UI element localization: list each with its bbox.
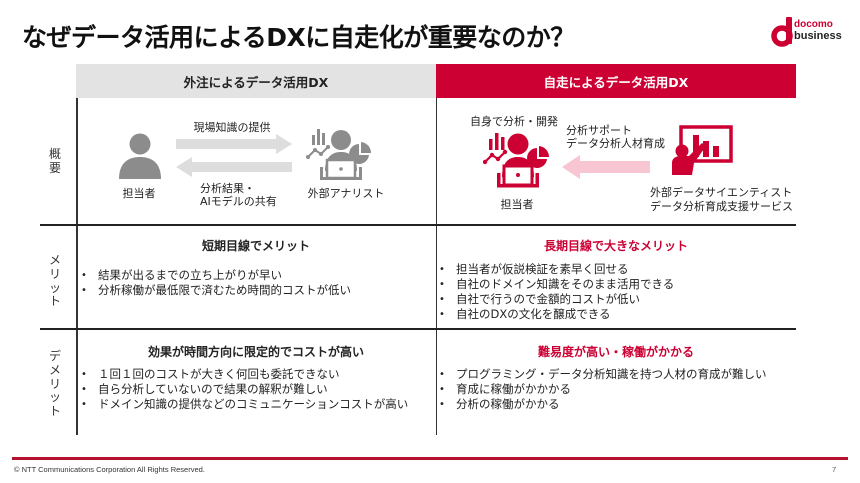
- grid-line-left: [76, 98, 78, 435]
- provider-label-line1: 外部データサイエンティスト: [650, 186, 793, 199]
- support-label-line2: データ分析人材育成: [566, 137, 665, 150]
- person-label-outsourced: 担当者: [122, 187, 156, 200]
- list-item: １回１回のコストが大きく何回も委託できない: [79, 367, 408, 382]
- footer-bar: [12, 457, 848, 460]
- arrow-label-results-line1: 分析結果・: [200, 182, 255, 195]
- logo-word-business: business: [794, 30, 842, 42]
- docomo-business-logo: docomo business: [771, 17, 847, 47]
- demerits-list-selfrun: プログラミング・データ分析知識を持つ人材の育成が難しい 育成に稼働がかかかる 分…: [437, 367, 767, 412]
- list-item: 担当者が仮説検証を素早く回せる: [437, 262, 674, 277]
- slide-title: なぜデータ活用によるDXに自走化が重要なのか？: [22, 23, 575, 52]
- merits-title-selfrun: 長期目線で大きなメリット: [543, 239, 688, 253]
- demerits-list-outsourced: １回１回のコストが大きく何回も委託できない 自ら分析していないので結果の解釈が難…: [79, 367, 408, 412]
- docomo-d-logo-icon: [771, 17, 793, 47]
- list-item: ドメイン知識の提供などのコミュニケーションコストが高い: [79, 397, 408, 412]
- page-number: 7: [832, 465, 837, 474]
- demerits-title-outsourced: 効果が時間方向に限定的でコストが高い: [147, 345, 364, 359]
- person-icon: [119, 133, 161, 179]
- row-label-merits: メ リ ッ ト: [48, 253, 61, 309]
- list-item: 自社で行うので金額的コストが低い: [437, 292, 674, 307]
- arrow-right-icon: [176, 134, 292, 154]
- arrow-label-results-line2: AIモデルの共有: [200, 195, 277, 208]
- column-header-selfrun: 自走によるデータ活用DX: [436, 64, 796, 98]
- merits-title-outsourced: 短期目線でメリット: [201, 239, 310, 253]
- list-item: 分析稼働が最低限で済むため時間的コストが低い: [79, 283, 351, 298]
- column-header-outsourced: 外注によるデータ活用DX: [76, 64, 436, 98]
- logo-word-docomo: docomo: [794, 19, 833, 30]
- self-analyst-icon: [483, 133, 550, 188]
- support-label-line1: 分析サポート: [566, 124, 632, 137]
- merits-list-outsourced: 結果が出るまでの立ち上がりが早い 分析稼働が最低限で済むため時間的コストが低い: [79, 268, 351, 298]
- row-label-demerits: デ メ リ ッ ト: [48, 349, 61, 419]
- arrow-label-field-knowledge: 現場知識の提供: [193, 121, 271, 134]
- list-item: 結果が出るまでの立ち上がりが早い: [79, 268, 351, 283]
- analyst-icon: [306, 129, 372, 180]
- row-divider-2: [40, 328, 796, 330]
- row-label-overview: 概 要: [48, 147, 61, 175]
- row-divider-1: [40, 224, 796, 226]
- arrow-left-icon: [176, 157, 292, 177]
- list-item: 自社のDXの文化を醸成できる: [437, 307, 674, 322]
- demerits-title-selfrun: 難易度が高い・稼働がかかる: [537, 345, 694, 359]
- list-item: プログラミング・データ分析知識を持つ人材の育成が難しい: [437, 367, 767, 382]
- merits-list-selfrun: 担当者が仮説検証を素早く回せる 自社のドメイン知識をそのまま活用できる 自社で行…: [437, 262, 674, 322]
- self-action-label: 自身で分析・開発: [470, 115, 558, 128]
- copyright-text: © NTT Communications Corporation All Rig…: [14, 465, 205, 474]
- provider-label-line2: データ分析育成支援サービス: [650, 200, 793, 213]
- analyst-label: 外部アナリスト: [307, 187, 385, 200]
- presenter-icon: [672, 125, 733, 175]
- list-item: 育成に稼働がかかかる: [437, 382, 767, 397]
- support-arrow-left-icon: [562, 155, 650, 179]
- list-item: 自社のドメイン知識をそのまま活用できる: [437, 277, 674, 292]
- list-item: 分析の稼働がかかる: [437, 397, 767, 412]
- person-label-selfrun: 担当者: [500, 198, 534, 211]
- list-item: 自ら分析していないので結果の解釈が難しい: [79, 382, 408, 397]
